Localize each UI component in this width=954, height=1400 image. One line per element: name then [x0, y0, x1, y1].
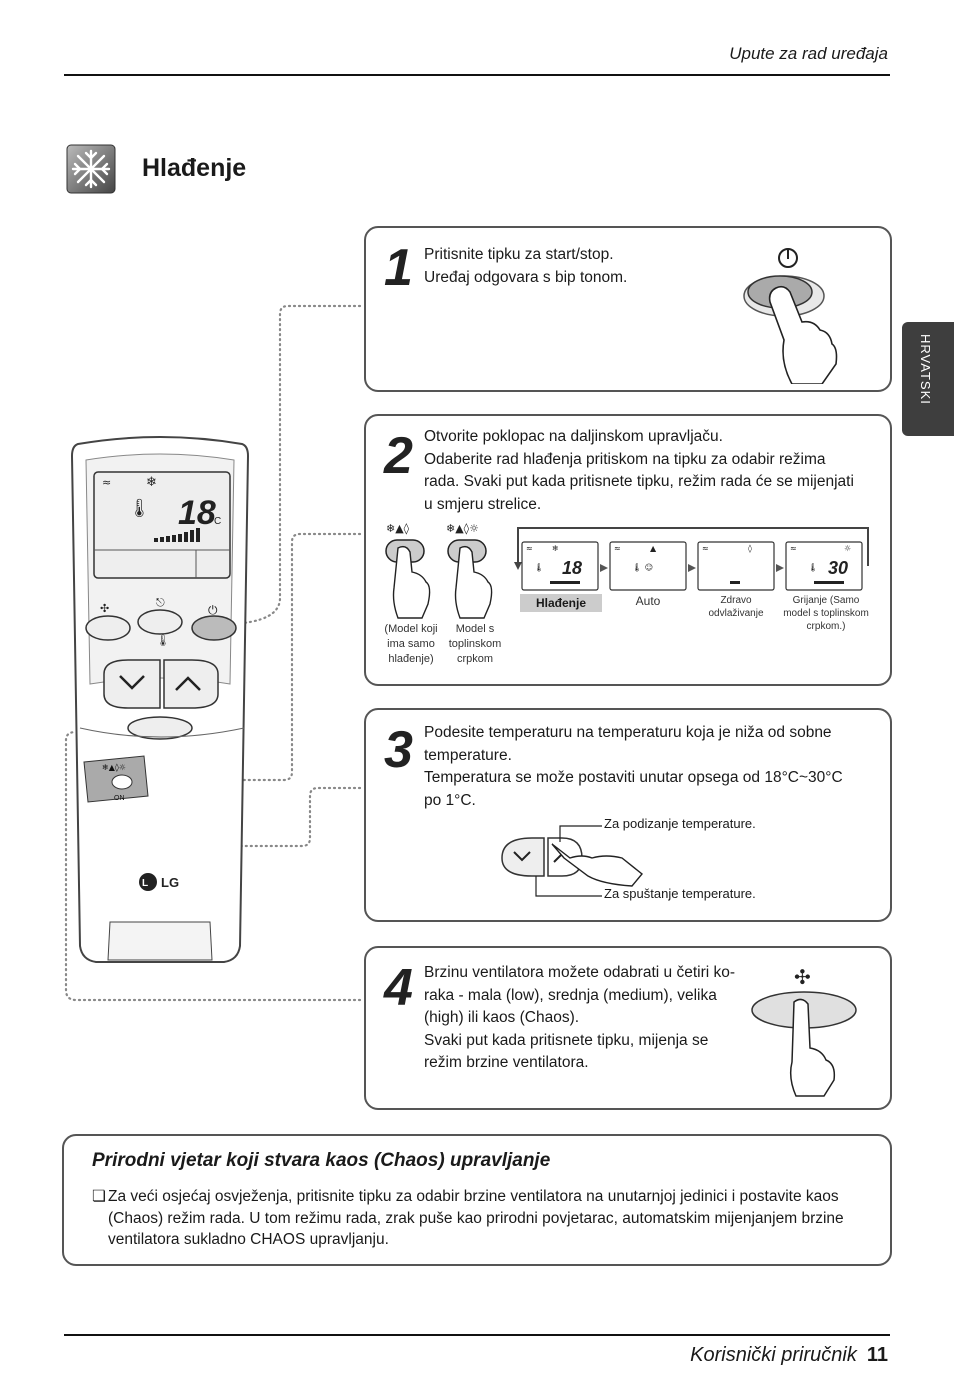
svg-text:30: 30	[828, 558, 848, 578]
svg-text:🌡: 🌡	[156, 634, 170, 647]
step-3-number: 3	[384, 721, 413, 779]
mode-label-heating-line-1: Grijanje (Samo	[792, 595, 860, 606]
remote-control: ≈ ❄ 🌡 18 °C ✣ ⎋ ⏻ 🌡 ❄▲◊☼ ON L LG	[68, 436, 252, 977]
label-raise-temperature: Za podizanje temperature.	[604, 816, 756, 831]
svg-text:≈: ≈	[526, 544, 533, 553]
step-2-line-2: Odaberite rad hlađenja pritiskom na tipk…	[424, 450, 826, 468]
chaos-line-1: Za veći osjećaj osvježenja, pritisnite t…	[108, 1188, 839, 1205]
svg-text:≈: ≈	[702, 544, 709, 553]
header-rule	[64, 74, 890, 76]
mode-button-heat-pump: ❄▲◊☼	[444, 520, 508, 625]
model-cool-only-line-2: ima samo	[387, 638, 435, 650]
footer: Korisnički priručnik 11	[690, 1344, 888, 1367]
svg-text:🌡 ☺: 🌡 ☺	[632, 563, 653, 572]
step-1-line-2: Uređaj odgovara s bip tonom.	[424, 268, 628, 286]
model-heat-pump-line-1: Model s	[455, 623, 495, 635]
chaos-info-box: Prirodni vjetar koji stvara kaos (Chaos)…	[62, 1134, 892, 1266]
svg-text:⎋: ⎋	[156, 596, 165, 609]
svg-text:18: 18	[178, 494, 216, 532]
step-4-number: 4	[384, 959, 413, 1017]
svg-text:▲: ▲	[650, 544, 657, 553]
temperature-buttons-illustration	[492, 818, 652, 907]
step-3-line-2: temperature.	[424, 746, 512, 764]
step-3-text: Podesite temperaturu na temperaturu koja…	[424, 722, 843, 812]
fan-speed-button-illustration: ✣	[750, 962, 860, 1103]
svg-text:≈: ≈	[102, 476, 111, 489]
step-1-number: 1	[384, 239, 413, 297]
step-3-line-4: po 1°C.	[424, 791, 476, 809]
svg-text:❄▲◊☼: ❄▲◊☼	[102, 763, 126, 772]
svg-text:❄: ❄	[552, 544, 559, 553]
model-heat-pump-label: Model s toplinskom crpkom	[444, 622, 506, 667]
svg-text:✣: ✣	[794, 965, 811, 989]
svg-text:⏻: ⏻	[208, 603, 218, 617]
step-2-text: Otvorite poklopac na daljinskom upravlja…	[424, 426, 854, 516]
svg-text:🌡: 🌡	[534, 563, 544, 572]
footer-title: Korisnički priručnik	[690, 1344, 857, 1366]
chaos-line-3: ventilatora sukladno CHAOS upravljanju.	[108, 1231, 389, 1248]
step-2-box: 2 Otvorite poklopac na daljinskom upravl…	[364, 414, 892, 686]
step-2-line-4: u smjeru strelice.	[424, 495, 542, 513]
step-4-text: Brzinu ventilatora možete odabrati u čet…	[424, 962, 735, 1075]
section-title: Hlađenje	[142, 154, 247, 182]
step-4-box: 4 Brzinu ventilatora možete odabrati u č…	[364, 946, 892, 1110]
step-4-line-1: Brzinu ventilatora možete odabrati u čet…	[424, 964, 736, 981]
mode-button-cool-only: ❄▲◊	[382, 520, 446, 625]
mode-label-auto: Auto	[635, 594, 661, 608]
step-3-line-3: Temperatura se može postaviti unutar ops…	[424, 769, 843, 786]
mode-label-dehumidify-line-2: odvlaživanje	[708, 608, 764, 619]
step-1-text: Pritisnite tipku za start/stop. Uređaj o…	[424, 244, 627, 289]
svg-text:≈: ≈	[614, 544, 621, 553]
mode-label-cooling: Hlađenje	[520, 594, 602, 612]
model-cool-only-line-1: (Model koji	[384, 623, 438, 635]
svg-text:≈: ≈	[790, 544, 797, 553]
step-4-line-5: režim brzine ventilatora.	[424, 1054, 589, 1071]
chaos-body: ❏ Za veći osjećaj osvježenja, pritisnite…	[92, 1186, 882, 1251]
page-number: 11	[866, 1344, 888, 1366]
language-tab-label: HRVATSKI	[918, 334, 933, 405]
step-3-line-1: Podesite temperaturu na temperaturu koja…	[424, 724, 832, 741]
language-tab: HRVATSKI	[902, 322, 954, 436]
svg-text:❄▲◊: ❄▲◊	[386, 522, 410, 535]
svg-text:◊: ◊	[748, 544, 752, 553]
svg-text:❄: ❄	[146, 475, 157, 490]
step-1-line-1: Pritisnite tipku za start/stop.	[424, 246, 614, 263]
chaos-line-2: (Chaos) režim rada. U tom režimu rada, z…	[108, 1209, 844, 1227]
step-2-number: 2	[384, 427, 413, 485]
step-4-line-3: (high) ili kaos (Chaos).	[424, 1009, 580, 1026]
svg-text:🌡: 🌡	[128, 498, 151, 519]
step-2-line-1: Otvorite poklopac na daljinskom upravlja…	[424, 428, 723, 445]
header-title: Upute za rad uređaja	[729, 44, 888, 63]
mode-sequence-diagram: ≈ ❄ ≈ ▲ ≈ ◊ ≈ ☼ 🌡 🌡 ☺ 🌡 18 30	[510, 520, 880, 605]
svg-text:LG: LG	[161, 875, 179, 890]
svg-text:✣: ✣	[100, 602, 109, 615]
chaos-title: Prirodni vjetar koji stvara kaos (Chaos)…	[92, 1150, 551, 1171]
model-heat-pump-line-3: crpkom	[456, 653, 494, 665]
svg-text:ON: ON	[114, 795, 125, 802]
snowflake-icon	[66, 144, 116, 194]
step-1-box: 1 Pritisnite tipku za start/stop. Uređaj…	[364, 226, 892, 392]
step-4-line-2: raka - mala (low), srednja (medium), vel…	[424, 986, 717, 1004]
footer-rule	[64, 1334, 890, 1336]
mode-label-heating-line-3: crpkom.)	[806, 621, 846, 632]
label-lower-temperature: Za spuštanje temperature.	[604, 886, 756, 901]
model-heat-pump-line-2: toplinskom	[448, 638, 502, 650]
svg-text:🌡: 🌡	[808, 563, 818, 572]
start-stop-button-illustration	[740, 244, 860, 389]
svg-text:L: L	[142, 878, 148, 889]
model-cool-only-label: (Model koji ima samo hlađenje)	[380, 622, 442, 667]
mode-label-heating: Grijanje (Samo model s toplinskom crpkom…	[778, 594, 874, 633]
svg-text:°C: °C	[210, 516, 221, 527]
step-3-box: 3 Podesite temperaturu na temperaturu ko…	[364, 708, 892, 922]
svg-text:❄▲◊☼: ❄▲◊☼	[446, 522, 479, 535]
step-4-line-4: Svaki put kada pritisnete tipku, mijenja…	[424, 1031, 709, 1049]
mode-label-dehumidify: Zdravo odvlaživanje	[696, 594, 776, 620]
checkbox-bullet-icon: ❏	[92, 1188, 106, 1205]
mode-label-heating-line-2: model s toplinskom	[783, 608, 869, 619]
mode-label-dehumidify-line-1: Zdravo	[720, 595, 752, 606]
svg-text:18: 18	[562, 558, 582, 578]
step-2-line-3: rada. Svaki put kada pritisnete tipku, r…	[424, 473, 854, 490]
model-cool-only-line-3: hlađenje)	[388, 653, 434, 665]
svg-text:☼: ☼	[844, 544, 851, 553]
